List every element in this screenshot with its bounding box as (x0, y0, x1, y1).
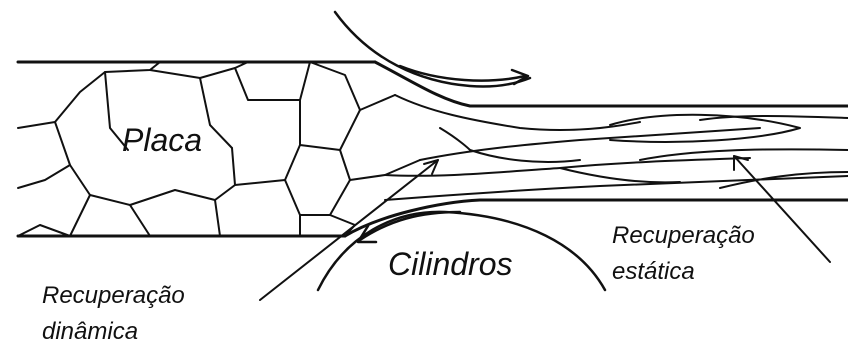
dynamic-recovery-label-line2: dinâmica (42, 318, 138, 346)
dynamic-recovery-label-line1: Recuperação (42, 282, 185, 310)
plate-label: Placa (122, 122, 202, 159)
static-recovery-label-line2: estática (612, 258, 695, 286)
equiaxed-grains (18, 62, 420, 236)
rolls-label: Cilindros (388, 246, 512, 283)
upper-roll (335, 12, 530, 87)
elongated-grains (385, 95, 848, 200)
static-recovery-label-line1: Recuperação (612, 222, 755, 250)
